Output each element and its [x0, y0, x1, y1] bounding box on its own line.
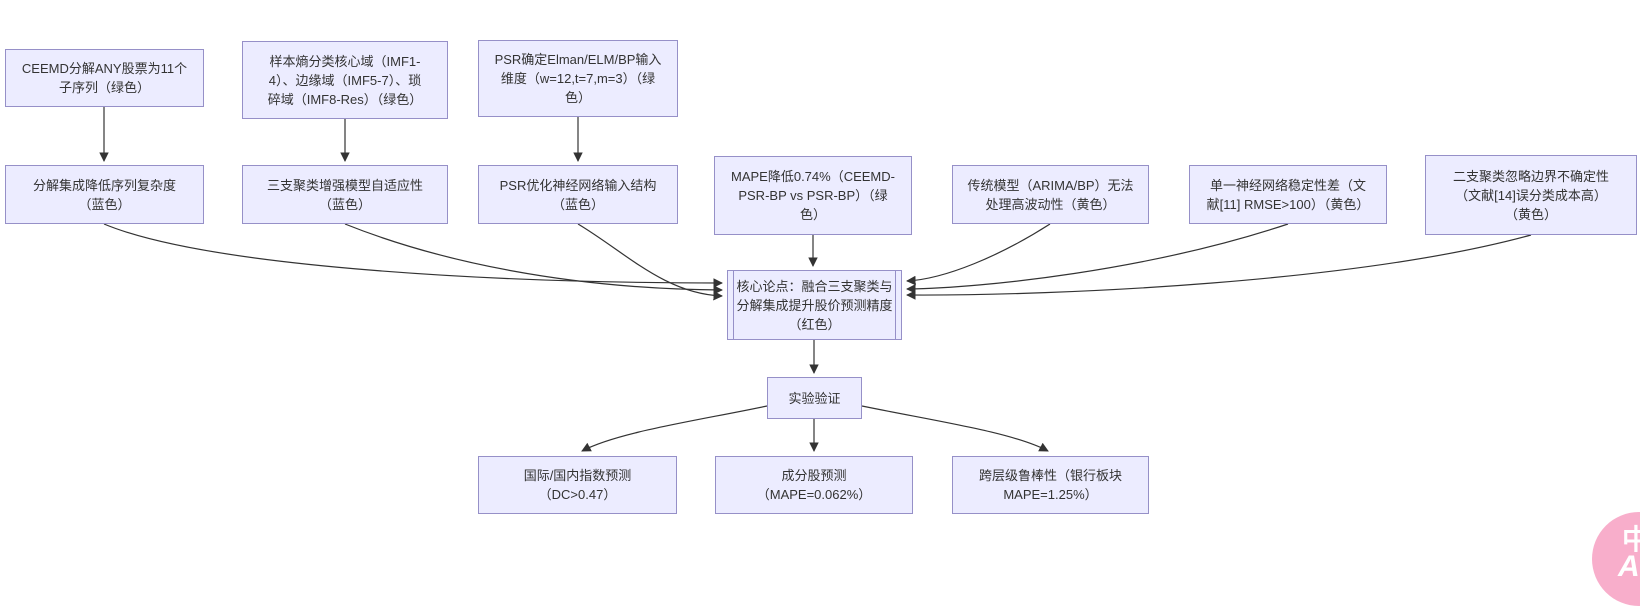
node-single-nn-limitation: 单一神经网络稳定性差（文 献[11] RMSE>100）（黄色） [1189, 165, 1387, 224]
node-traditional-model-limitation: 传统模型（ARIMA/BP）无法 处理高波动性（黄色） [952, 165, 1149, 224]
edge-experiment-to-robustness [861, 405, 1049, 452]
node-sample-entropy: 样本熵分类核心域（IMF1- 4）、边缘域（IMF5-7）、琐 碎域（IMF8-… [242, 41, 448, 119]
node-psr-input-dimension: PSR确定Elman/ELM/BP输入 维度（w=12,t=7,m=3）（绿 色… [478, 40, 678, 117]
edge-psrbenefit-to-core [577, 223, 723, 301]
edge-singlenn-to-core [906, 223, 1289, 294]
node-experiment-validation: 实验验证 [767, 377, 862, 419]
node-ceemd-decomposition: CEEMD分解ANY股票为11个 子序列（绿色） [5, 49, 204, 107]
node-decomposition-benefit: 分解集成降低序列复杂度 （蓝色） [5, 165, 204, 224]
edge-threeway-to-core [344, 223, 723, 295]
latin-glyph: A [1618, 550, 1640, 583]
node-three-way-benefit: 三支聚类增强模型自适应性 （蓝色） [242, 165, 448, 224]
node-stock-prediction: 成分股预测 （MAPE=0.062%） [715, 456, 913, 514]
edge-decomp-to-core [103, 223, 723, 288]
chinese-glyph: 中 [1622, 524, 1640, 555]
edge-traditional-to-core [906, 223, 1051, 286]
node-mape-evidence: MAPE降低0.74%（CEEMD- PSR-BP vs PSR-BP）（绿 色… [714, 156, 912, 235]
node-robustness: 跨层级鲁棒性（银行板块 MAPE=1.25%） [952, 456, 1149, 514]
edge-experiment-to-index [581, 405, 768, 452]
edge-twoway-to-core [906, 234, 1532, 300]
language-toggle-badge[interactable]: 中 A [1592, 512, 1640, 606]
core-thesis-label: 核心论点：融合三支聚类与 分解集成提升股价预测精度 （红色） [736, 278, 893, 332]
node-core-thesis: 核心论点：融合三支聚类与 分解集成提升股价预测精度 （红色） [727, 270, 902, 340]
node-two-way-limitation: 二支聚类忽略边界不确定性 （文献[14]误分类成本高） （黄色） [1425, 155, 1637, 235]
node-index-prediction: 国际/国内指数预测 （DC>0.47） [478, 456, 677, 514]
node-psr-benefit: PSR优化神经网络输入结构 （蓝色） [478, 165, 678, 224]
